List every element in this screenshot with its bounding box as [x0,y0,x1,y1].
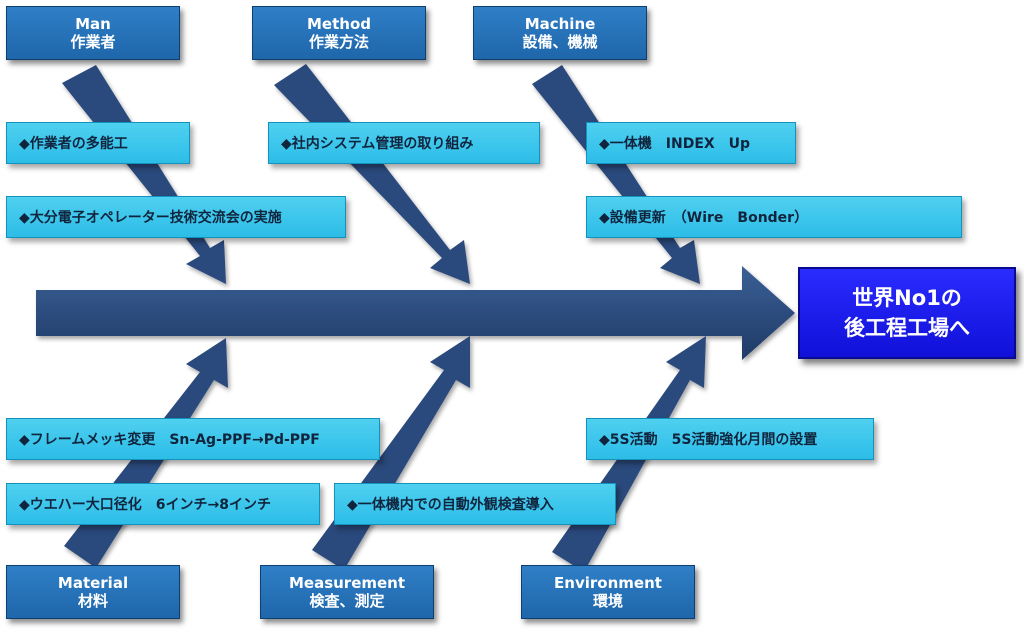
category-man: Man 作業者 [6,6,180,60]
item-method-1: ◆社内システム管理の取り組み [268,122,540,164]
item-environment-1: ◆5S活動 5S活動強化月間の設置 [586,418,874,460]
category-method: Method 作業方法 [252,6,426,60]
item-man-2: ◆大分電子オペレーター技術交流会の実施 [6,196,346,238]
goal-box: 世界No1の 後工程工場へ [798,267,1016,359]
item-machine-2: ◆設備更新 （Wire Bonder） [586,196,962,238]
item-machine-1: ◆一体機 INDEX Up [586,122,796,164]
category-measurement: Measurement 検査、測定 [260,565,434,619]
category-machine-en: Machine [524,15,596,33]
category-method-jp: 作業方法 [308,33,369,51]
category-environment: Environment 環境 [521,565,695,619]
item-measurement-1: ◆一体機内での自動外観検査導入 [334,483,616,525]
bone-arrow-man [62,65,226,284]
bone-arrow-method [274,64,470,284]
spine-arrow [36,266,795,360]
category-man-en: Man [75,15,111,33]
category-environment-en: Environment [554,574,662,592]
category-material-en: Material [57,574,129,592]
category-machine: Machine 設備、機械 [473,6,647,60]
goal-line-1: 世界No1の [852,286,962,310]
category-environment-jp: 環境 [592,592,623,610]
item-material-2: ◆ウエハー大口径化 6インチ→8インチ [6,483,320,525]
category-man-jp: 作業者 [70,33,116,51]
category-method-en: Method [307,15,371,33]
item-material-1: ◆フレームメッキ変更 Sn-Ag-PPF→Pd-PPF [6,418,380,460]
item-man-1: ◆作業者の多能工 [6,122,190,164]
category-measurement-jp: 検査、測定 [309,592,385,610]
category-machine-jp: 設備、機械 [522,33,598,51]
goal-line-2: 後工程工場へ [844,316,970,340]
category-material: Material 材料 [6,565,180,619]
bone-arrow-machine [532,65,700,284]
category-material-jp: 材料 [77,592,108,610]
category-measurement-en: Measurement [288,574,406,592]
